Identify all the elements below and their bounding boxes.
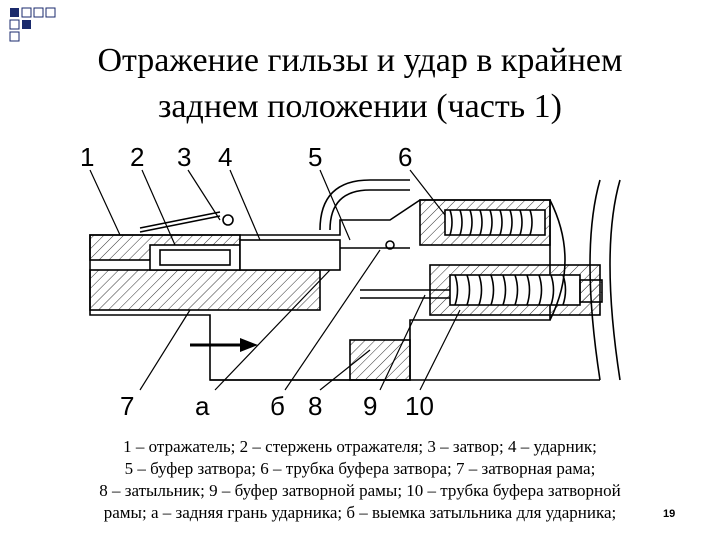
label-8: 8 — [308, 391, 322, 420]
diagram-labels-bottom: 7 а б 8 9 10 — [120, 391, 434, 420]
mechanism-diagram: 1 2 3 4 5 6 7 а б 8 9 10 — [80, 142, 621, 420]
slide-title: Отражение гильзы и удар в крайнем заднем… — [0, 38, 720, 130]
caption-line-3: 8 – затыльник; 9 – буфер затворной рамы;… — [99, 481, 621, 500]
label-6: 6 — [398, 142, 412, 172]
slide-title-line-2: заднем положении (часть 1) — [158, 88, 562, 125]
mechanism-body — [89, 179, 621, 381]
label-5: 5 — [308, 142, 322, 172]
label-b: б — [270, 391, 285, 420]
caption-line-2: 5 – буфер затвора; 6 – трубка буфера зат… — [124, 459, 596, 478]
slide-bullets-decoration — [9, 7, 56, 42]
label-a: а — [195, 391, 210, 420]
diagram-labels-top: 1 2 3 4 5 6 — [80, 142, 412, 172]
caption-line-1: 1 – отражатель; 2 – стержень отражателя;… — [123, 437, 597, 456]
page-number: 19 — [663, 508, 676, 520]
label-9: 9 — [363, 391, 377, 420]
label-1: 1 — [80, 142, 94, 172]
slide-title-line-1: Отражение гильзы и удар в крайнем — [97, 42, 623, 79]
label-3: 3 — [177, 142, 191, 172]
diagram-caption: 1 – отражатель; 2 – стержень отражателя;… — [20, 436, 700, 524]
label-10: 10 — [405, 391, 434, 420]
label-4: 4 — [218, 142, 232, 172]
caption-line-4: рамы; а – задняя грань ударника; б – вые… — [103, 503, 617, 522]
motion-arrow-icon — [190, 338, 258, 352]
label-7: 7 — [120, 391, 134, 420]
label-2: 2 — [130, 142, 144, 172]
leader-lines — [89, 169, 461, 391]
